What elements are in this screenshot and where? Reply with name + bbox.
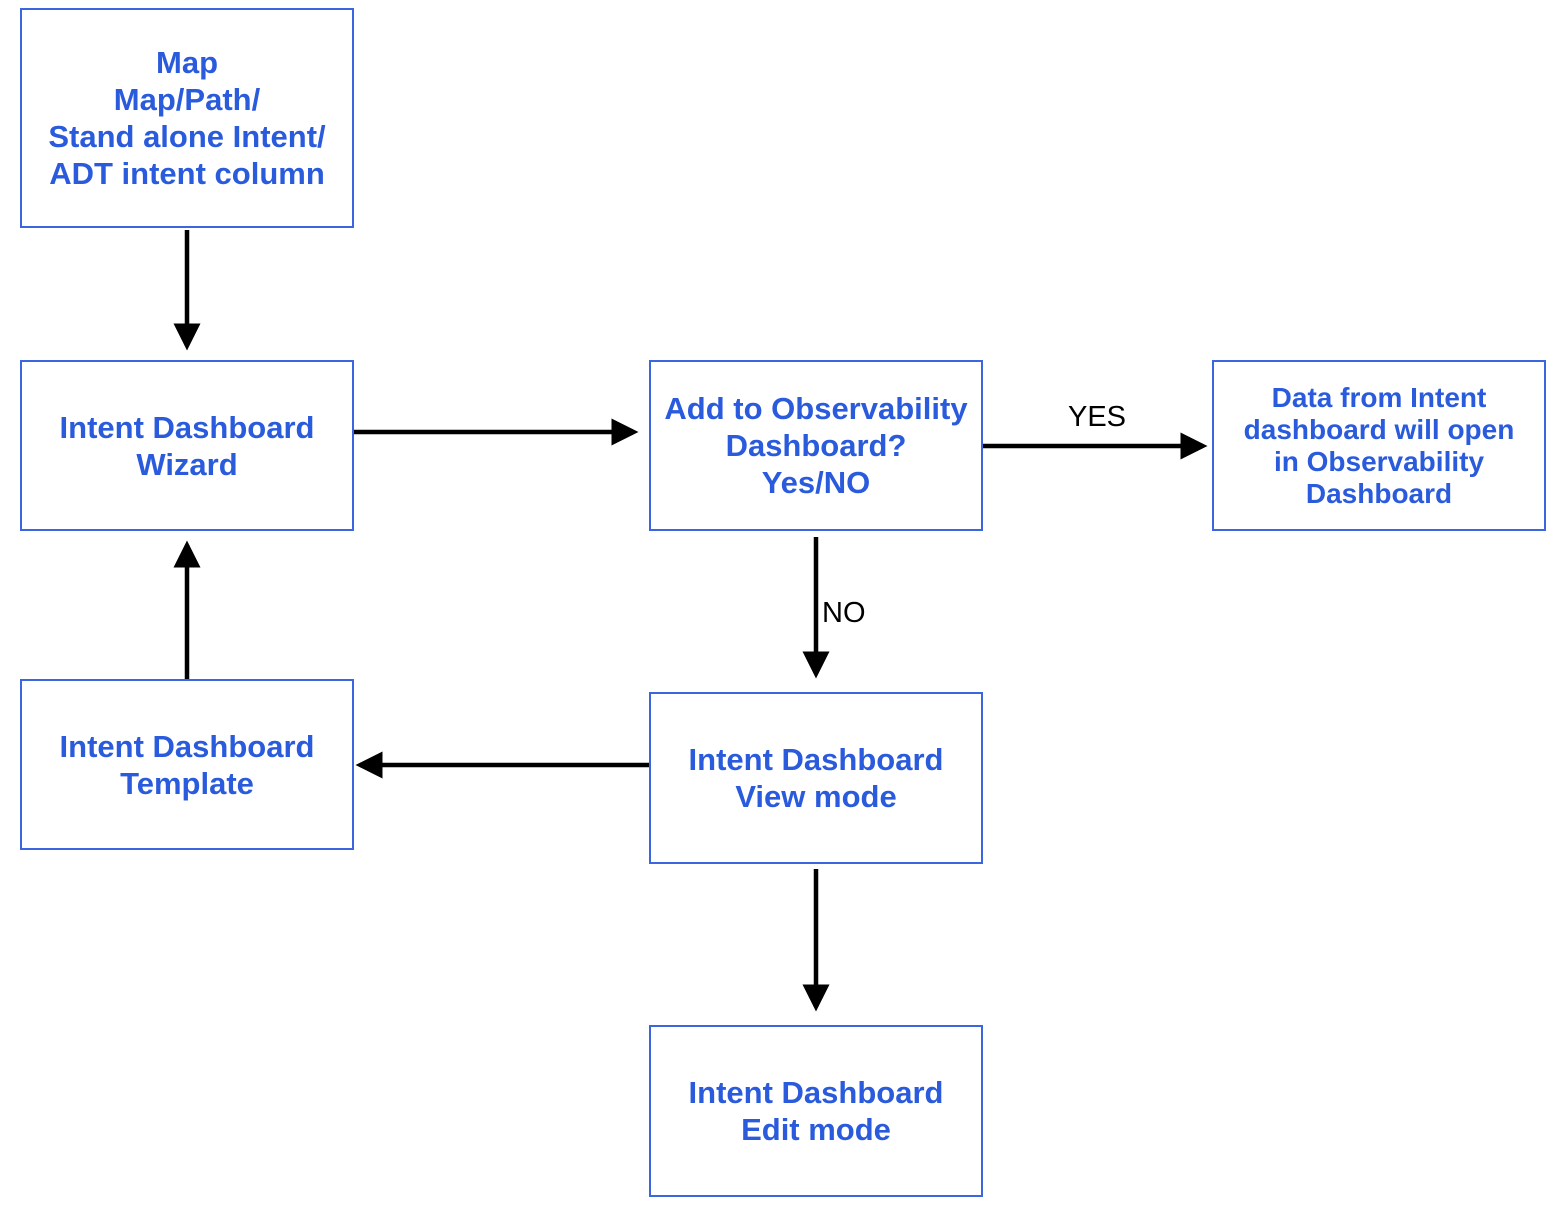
node-add-to-observability-decision: Add to Observability Dashboard? Yes/NO: [649, 360, 983, 531]
node-view-mode-line-1: Intent Dashboard: [688, 742, 944, 777]
node-observability-line-4: Dashboard: [1305, 477, 1453, 509]
node-source-line-1: Map: [156, 45, 218, 80]
node-source: Map Map/Path/ Stand alone Intent/ ADT in…: [20, 8, 354, 228]
node-edit-mode-line-1: Intent Dashboard: [688, 1075, 944, 1110]
node-view-mode-line-2: View mode: [735, 779, 897, 814]
node-intent-dashboard-view-mode: Intent Dashboard View mode: [649, 692, 983, 864]
edge-label-no: NO: [822, 597, 866, 629]
node-observability-dashboard: Data from Intent dashboard will open in …: [1212, 360, 1546, 531]
node-intent-dashboard-edit-mode: Intent Dashboard Edit mode: [649, 1025, 983, 1197]
node-wizard-line-2: Wizard: [136, 446, 238, 482]
node-decision-line-3: Yes/NO: [761, 465, 871, 500]
node-wizard-line-1: Intent Dashboard: [59, 409, 315, 445]
node-intent-dashboard-template: Intent Dashboard Template: [20, 679, 354, 850]
node-observability-line-2: dashboard will open: [1243, 413, 1515, 445]
node-template-line-1: Intent Dashboard: [59, 728, 315, 764]
node-template-line-2: Template: [120, 765, 254, 801]
node-observability-line-1: Data from Intent: [1271, 381, 1487, 413]
node-source-line-3: Stand alone Intent/: [48, 119, 326, 154]
node-decision-line-1: Add to Observability: [664, 391, 968, 426]
node-observability-line-3: in Observability: [1273, 445, 1485, 477]
node-source-line-4: ADT intent column: [49, 156, 325, 191]
node-intent-dashboard-wizard: Intent Dashboard Wizard: [20, 360, 354, 531]
node-source-line-2: Map/Path/: [113, 82, 261, 117]
node-edit-mode-line-2: Edit mode: [741, 1112, 891, 1147]
node-decision-line-2: Dashboard?: [725, 428, 907, 463]
edge-label-yes: YES: [1068, 401, 1127, 433]
